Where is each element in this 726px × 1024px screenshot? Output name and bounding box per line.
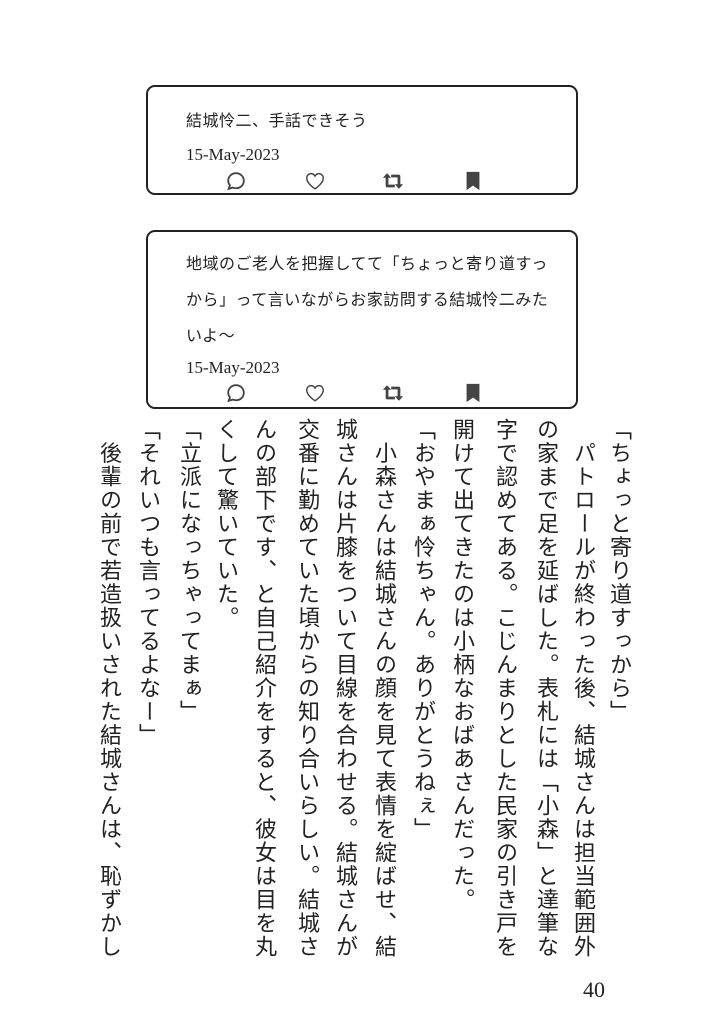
post-actions [148,382,576,404]
body-text-column: 「ちょっと寄り道すっから」 [606,418,631,724]
body-text-column: 城さんは片膝をついて目線を合わせる。結城さんが [332,418,357,959]
reply-icon[interactable] [225,382,247,404]
body-text-column: 開けて出てきたのは小柄なおばあさんだった。 [449,418,474,912]
body-text-column: 「それいつも言ってるよなー」 [135,418,160,747]
body-text-column: 小森さんは結城さんの顔を見て表情を綻ばせ、結 [371,418,396,959]
retweet-icon[interactable] [382,170,404,192]
body-text-column: んの部下です、と自己紹介をすると、彼女は目を丸 [251,418,276,959]
post-date: 15-May-2023 [186,145,280,164]
post-actions [148,170,576,192]
bookmark-icon[interactable] [462,382,484,404]
post-date: 15-May-2023 [186,358,280,377]
page-number: 40 [583,977,605,1002]
body-text-column: 「おやまぁ怜ちゃん。ありがとうねぇ」 [410,418,435,841]
bookmark-icon[interactable] [462,170,484,192]
post-card: 地域のご老人を把握してて「ちょっと寄り道すっから」って言いながらお家訪問する結城… [146,230,578,409]
like-icon[interactable] [304,382,326,404]
body-text-column: 後輩の前で若造扱いされた結城さんは、恥ずかし [96,418,121,959]
body-text-column: パトロールが終わった後、結城さんは担当範囲外 [570,418,595,959]
like-icon[interactable] [304,170,326,192]
body-text-column: 「立派になっちゃってまぁ」 [176,418,201,724]
reply-icon[interactable] [225,170,247,192]
post-text: 結城怜二、手話できそう [186,111,368,130]
body-text-column: の家まで足を延ばした。表札には「小森」と達筆な [533,418,558,959]
body-text-column: くして驚いていた。 [213,418,238,630]
retweet-icon[interactable] [382,382,404,404]
body-text-column: 交番に勤めていた頃からの知り合いらしい。結城さ [294,418,319,959]
post-card: 結城怜二、手話できそう 15-May-2023 [146,85,578,195]
post-text: 地域のご老人を把握してて「ちょっと寄り道すっから」って言いながらお家訪問する結城… [186,254,549,345]
body-text-column: 字で認めてある。こじんまりとした民家の引き戸を [492,418,517,959]
